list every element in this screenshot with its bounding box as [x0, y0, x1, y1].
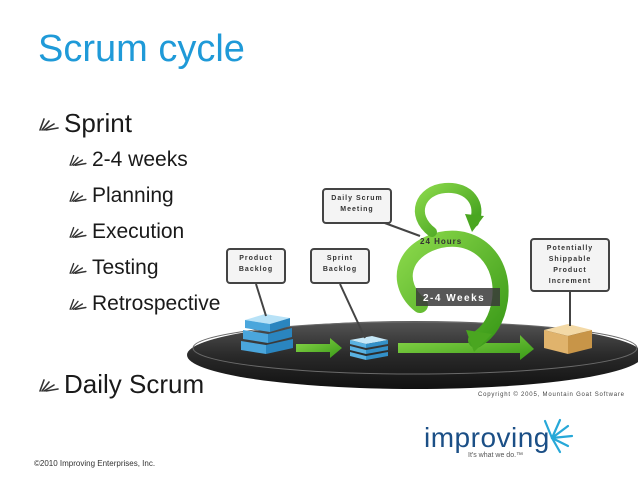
2-4-weeks-label: 2-4 Weeks	[423, 293, 486, 304]
platform-ellipse	[187, 321, 638, 389]
sprint-backlog-stack	[350, 336, 388, 360]
improving-logo: improving It's what we do.™	[424, 418, 564, 468]
daily-scrum-meeting-label: Daily Scrum Meeting	[322, 188, 392, 224]
diagram-copyright: Copyright © 2005, Mountain Goat Software	[478, 392, 625, 398]
bullet-text: 2-4 weeks	[92, 148, 188, 171]
bullet-text: Retrospective	[92, 292, 221, 315]
bullet-planning: Planning	[68, 184, 174, 208]
daily-loop-arrowhead	[465, 214, 484, 232]
bullet-text: Execution	[92, 220, 185, 243]
pointer-sprint-backlog	[339, 283, 366, 339]
bullet-execution: Execution	[68, 220, 184, 244]
bullet-2-4-weeks: 2-4 weeks	[68, 148, 188, 172]
bullet-text: Testing	[92, 256, 159, 279]
logo-wordmark: improving	[424, 422, 550, 453]
product-backlog-stack	[241, 314, 293, 354]
starburst-bullet-icon	[69, 226, 87, 238]
daily-loop-arrow	[415, 182, 482, 237]
bullet-sprint: Sprint	[38, 108, 132, 139]
starburst-bullet-icon	[69, 298, 87, 310]
starburst-bullet-icon	[69, 262, 87, 274]
bullet-retrospective: Retrospective	[68, 292, 220, 316]
increment-label: Potentially Shippable Product Increment	[530, 238, 610, 292]
bullet-text: Daily Scrum	[64, 369, 205, 399]
product-backlog-label: Product Backlog	[226, 248, 286, 284]
starburst-bullet-icon	[39, 378, 59, 392]
logo-tagline: It's what we do.™	[468, 452, 524, 459]
sprint-backlog-label: Sprint Backlog	[310, 248, 370, 284]
bullet-testing: Testing	[68, 256, 159, 280]
increment-box	[544, 324, 592, 354]
starburst-bullet-icon	[39, 117, 59, 131]
bullet-text: Sprint	[64, 108, 132, 138]
bullet-text: Planning	[92, 184, 174, 207]
arrow-to-increment	[398, 335, 534, 360]
platform-highlight	[192, 321, 638, 375]
24-hours-label: 24 Hours	[420, 237, 463, 246]
pointer-product-backlog	[255, 283, 267, 317]
sprint-loop-arrowhead	[466, 330, 492, 352]
slide-title: Scrum cycle	[38, 28, 245, 70]
starburst-bullet-icon	[69, 154, 87, 166]
sprint-loop-arrow	[396, 230, 509, 348]
pointer-daily-scrum	[381, 221, 421, 237]
bullet-daily-scrum: Daily Scrum	[38, 369, 204, 400]
starburst-bullet-icon	[69, 190, 87, 202]
arrow-to-sprint-backlog	[296, 338, 342, 358]
footer-copyright: ©2010 Improving Enterprises, Inc.	[34, 459, 156, 468]
